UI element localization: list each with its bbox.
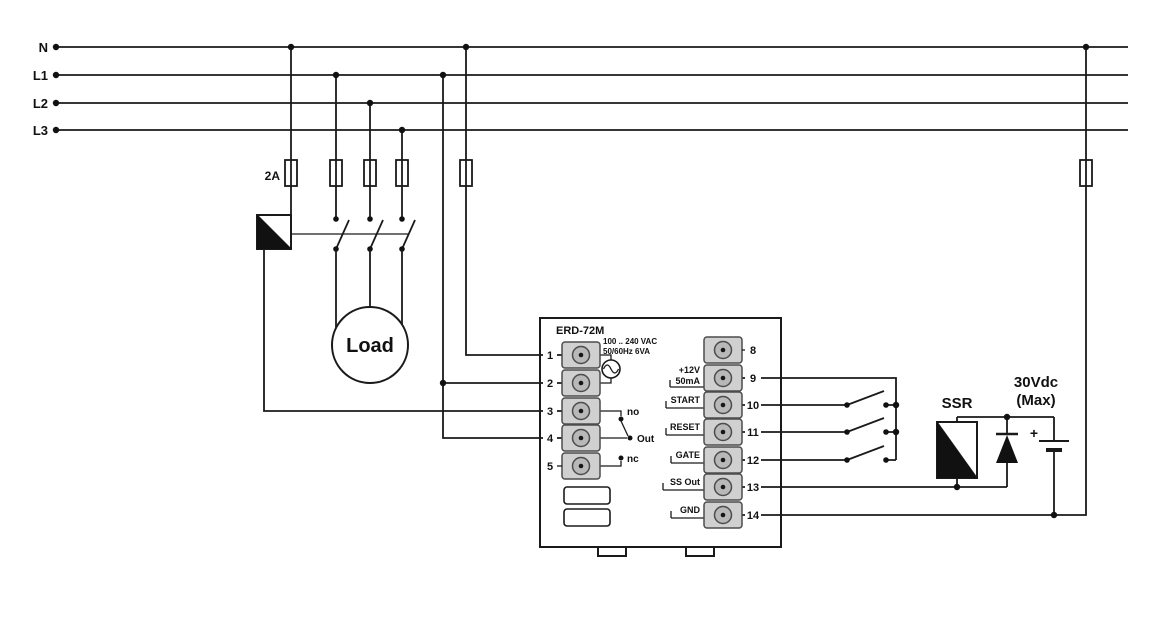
terminal-9-number: 9 — [750, 373, 756, 385]
terminal-10-number: 10 — [747, 400, 759, 412]
control-switches — [844, 390, 889, 463]
terminal-11-number: 11 — [747, 427, 759, 439]
label-reset: RESET — [670, 422, 701, 432]
terminal-10 — [703, 391, 743, 419]
ssr-circuit: SSR + 30Vdc (Max) — [936, 374, 1069, 519]
wire-gnd — [740, 47, 1087, 516]
terminal-12 — [703, 446, 743, 474]
mount-tab-left — [597, 546, 627, 557]
label-gnd: GND — [680, 505, 701, 515]
label-l3: L3 — [33, 123, 48, 138]
mount-tab-right — [685, 546, 715, 557]
terminal-4 — [561, 424, 601, 452]
start-switch — [846, 390, 885, 406]
fuse-l1 — [329, 159, 343, 187]
terminal-1 — [561, 341, 601, 369]
label-ssout: SS Out — [670, 477, 700, 487]
load-label: Load — [346, 335, 394, 357]
terminal-14-number: 14 — [747, 510, 760, 522]
terminal-3 — [561, 397, 601, 425]
diode — [996, 435, 1018, 463]
relay-contact-symbol: no Out nc — [600, 407, 655, 467]
terminal-2 — [561, 369, 601, 397]
fuse-l2 — [363, 159, 377, 187]
terminal-12-number: 12 — [747, 455, 759, 467]
dc-voltage-label: 30Vdc — [1014, 374, 1058, 391]
label-l2: L2 — [33, 96, 48, 111]
io-wires — [740, 43, 1090, 516]
terminal-13-number: 13 — [747, 482, 759, 494]
fuse-l3 — [395, 159, 409, 187]
label-gate: GATE — [676, 450, 700, 460]
terminal-5-number: 5 — [547, 461, 553, 473]
reset-switch — [846, 417, 885, 433]
terminal-2-number: 2 — [547, 378, 553, 390]
clip-bottom — [563, 508, 611, 527]
label-12v: +12V — [679, 365, 700, 375]
fuse-coil-2a — [284, 159, 298, 187]
terminal-14 — [703, 501, 743, 529]
gate-switch — [846, 445, 885, 461]
terminal-8 — [703, 336, 743, 364]
terminal-1-number: 1 — [547, 350, 553, 362]
terminal-13 — [703, 473, 743, 501]
terminal-9 — [703, 364, 743, 392]
ssr-label: SSR — [942, 395, 973, 412]
relay-out-label: Out — [637, 434, 655, 445]
terminal-5 — [561, 452, 601, 480]
label-n: N — [39, 40, 48, 55]
supply-rating-2: 50/60Hz 6VA — [603, 347, 650, 356]
load-circle — [331, 306, 409, 384]
left-terminal-strip: 1 2 3 4 5 — [543, 341, 601, 480]
sine-icon — [602, 364, 620, 374]
supply-rating-1: 100 .. 240 VAC — [603, 337, 657, 346]
clip-top — [563, 486, 611, 505]
relay-no-label: no — [627, 407, 639, 418]
right-terminal-strip: 8 9 10 11 12 13 14 — [703, 336, 761, 529]
label-start: START — [671, 395, 701, 405]
device-signal-labels: +12V 50mA START RESET GATE SS Out GND — [662, 365, 704, 519]
terminal-4-number: 4 — [547, 433, 554, 445]
fuse-2a-label: 2A — [265, 169, 281, 183]
fuses: 2A — [265, 159, 1093, 187]
terminal-11 — [703, 418, 743, 446]
coil-to-terminal3-wire — [263, 249, 565, 412]
contactor-coil — [256, 214, 565, 412]
label-50ma: 50mA — [675, 376, 700, 386]
terminal-3-number: 3 — [547, 406, 553, 418]
dc-max-label: (Max) — [1016, 392, 1055, 409]
ac-supply-symbol: 100 .. 240 VAC 50/60Hz 6VA — [600, 337, 657, 384]
battery-plus-sign: + — [1030, 425, 1038, 441]
terminal-8-number: 8 — [750, 345, 756, 357]
supply-drops — [287, 43, 565, 439]
label-l1: L1 — [33, 68, 48, 83]
din-clips — [563, 486, 611, 527]
device-model-label: ERD-72M — [556, 325, 604, 337]
load: Load — [331, 249, 409, 384]
fuse-device-supply — [459, 159, 473, 187]
power-lines: N L1 L2 L3 — [33, 40, 1128, 138]
relay-nc-label: nc — [627, 454, 639, 465]
